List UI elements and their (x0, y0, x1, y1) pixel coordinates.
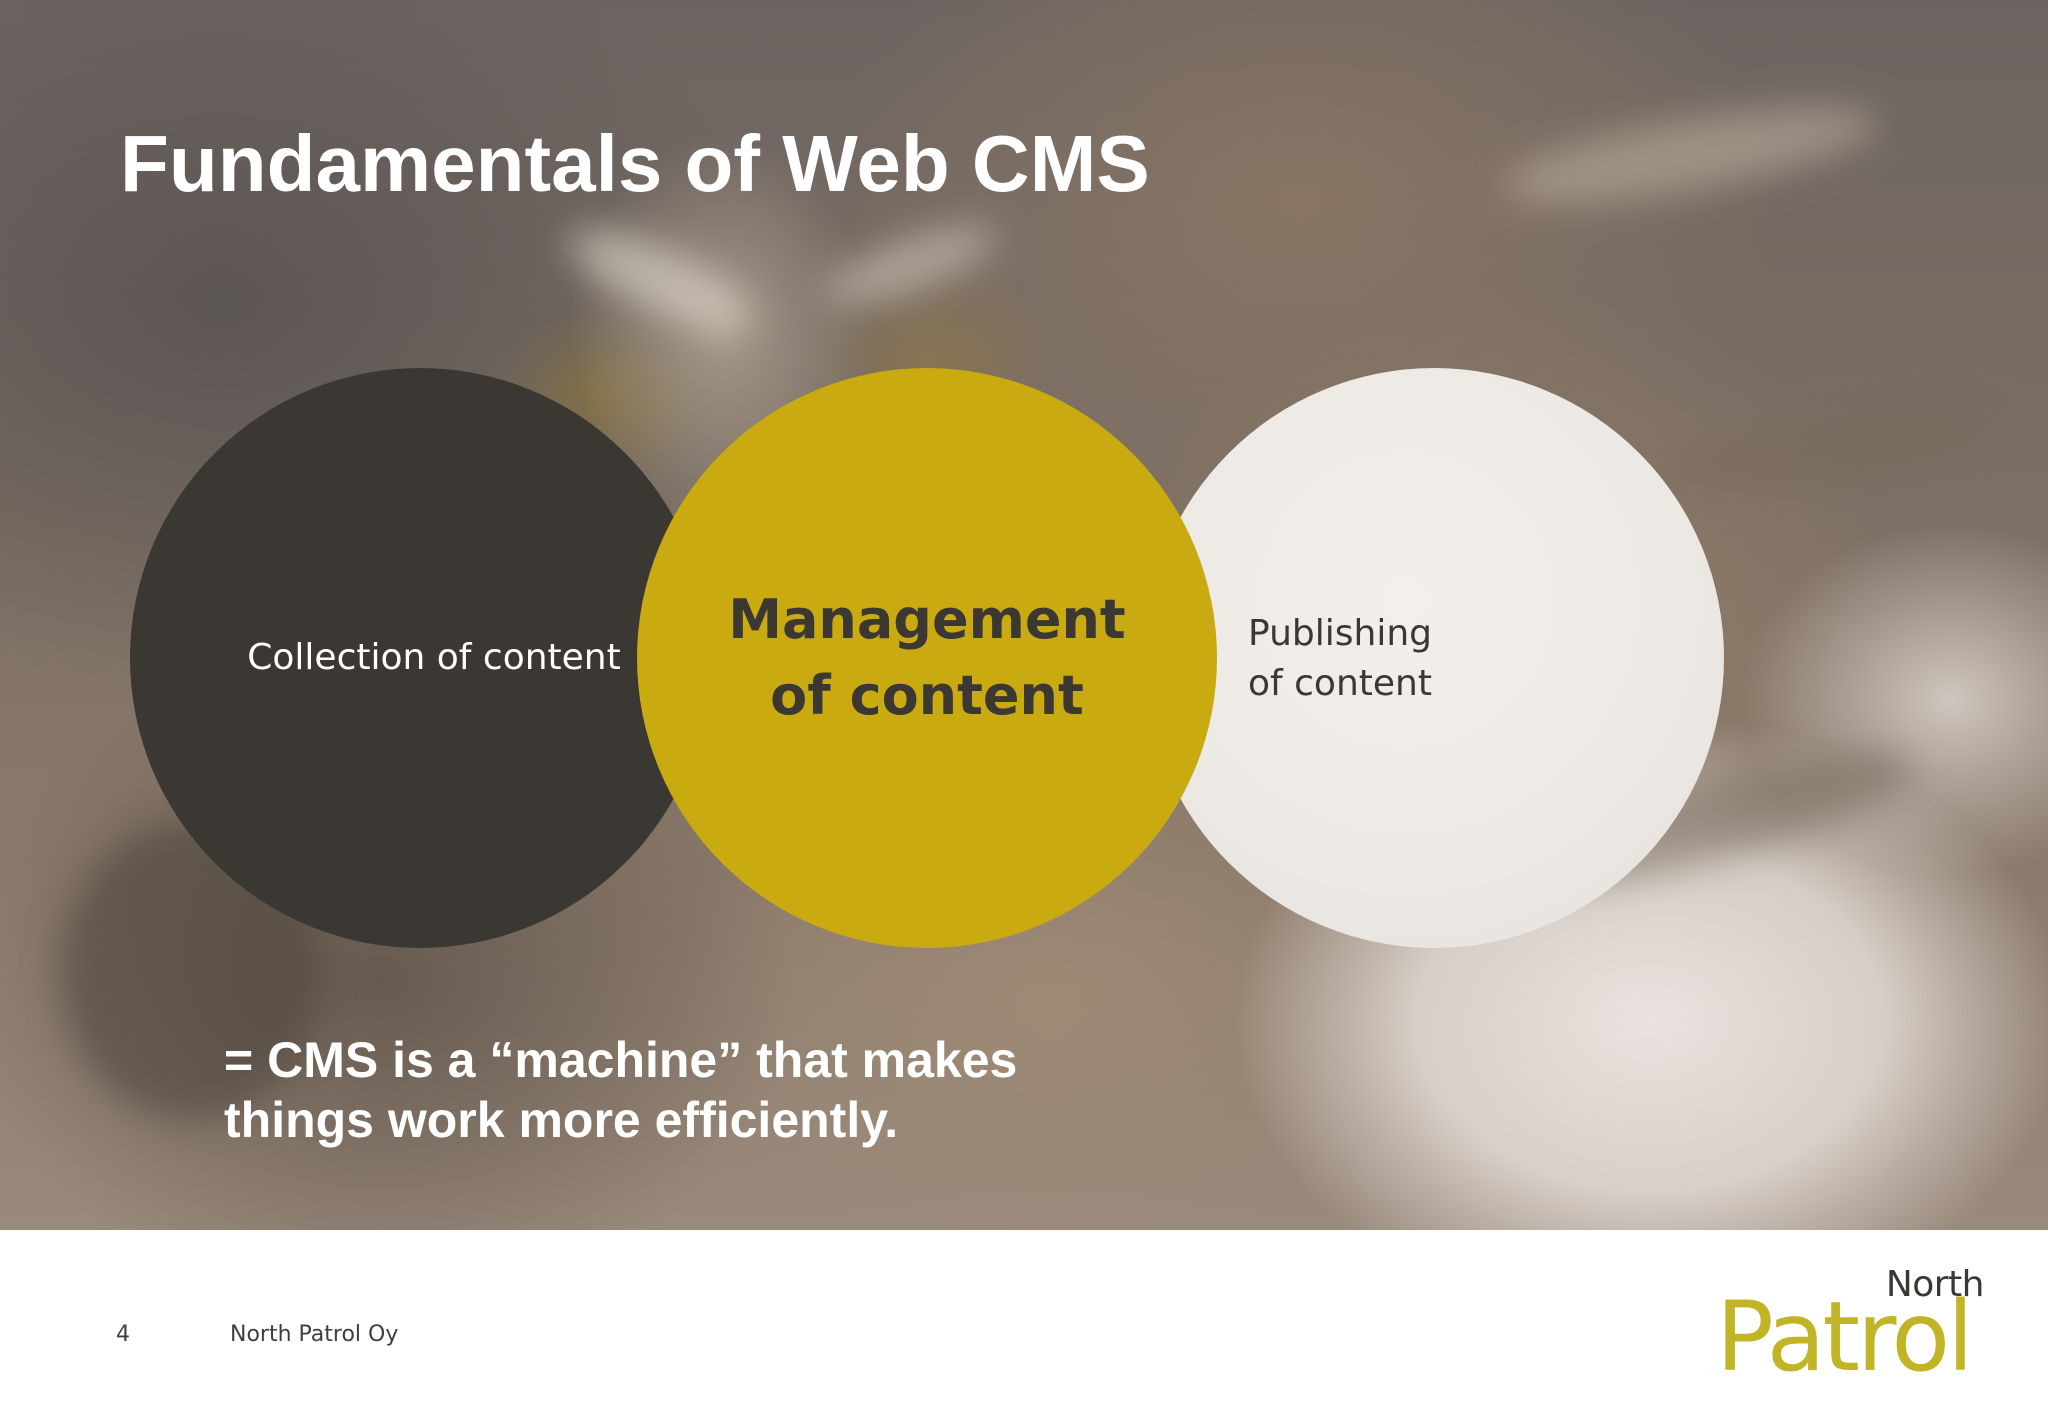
footer (0, 1230, 2048, 1418)
page-number: 4 (116, 1322, 130, 1347)
cms-statement: = CMS is a “machine” that makes things w… (224, 1030, 1017, 1150)
north-patrol-logo: North Patrol (1712, 1262, 2012, 1392)
slide-title: Fundamentals of Web CMS (120, 119, 1150, 208)
publishing-circle: Publishing of content (1144, 368, 1724, 948)
logo-word-north: North (1885, 1264, 1985, 1305)
management-circle: Management of content (637, 368, 1217, 948)
cms-statement-line1: = CMS is a “machine” that makes (224, 1032, 1018, 1088)
collection-label: Collection of content (247, 637, 621, 678)
management-label-line1: Management (728, 588, 1126, 651)
collection-circle: Collection of content (130, 368, 710, 948)
publishing-label-line2: of content (1248, 663, 1432, 704)
logo-word-patrol: Patrol (1716, 1281, 1974, 1393)
cms-statement-line2: things work more efficiently. (224, 1092, 899, 1148)
management-label: Management of content (728, 582, 1126, 734)
publishing-label-line1: Publishing (1248, 613, 1432, 654)
company-name: North Patrol Oy (230, 1322, 399, 1347)
publishing-label: Publishing of content (1248, 609, 1432, 709)
management-label-line2: of content (770, 664, 1084, 727)
